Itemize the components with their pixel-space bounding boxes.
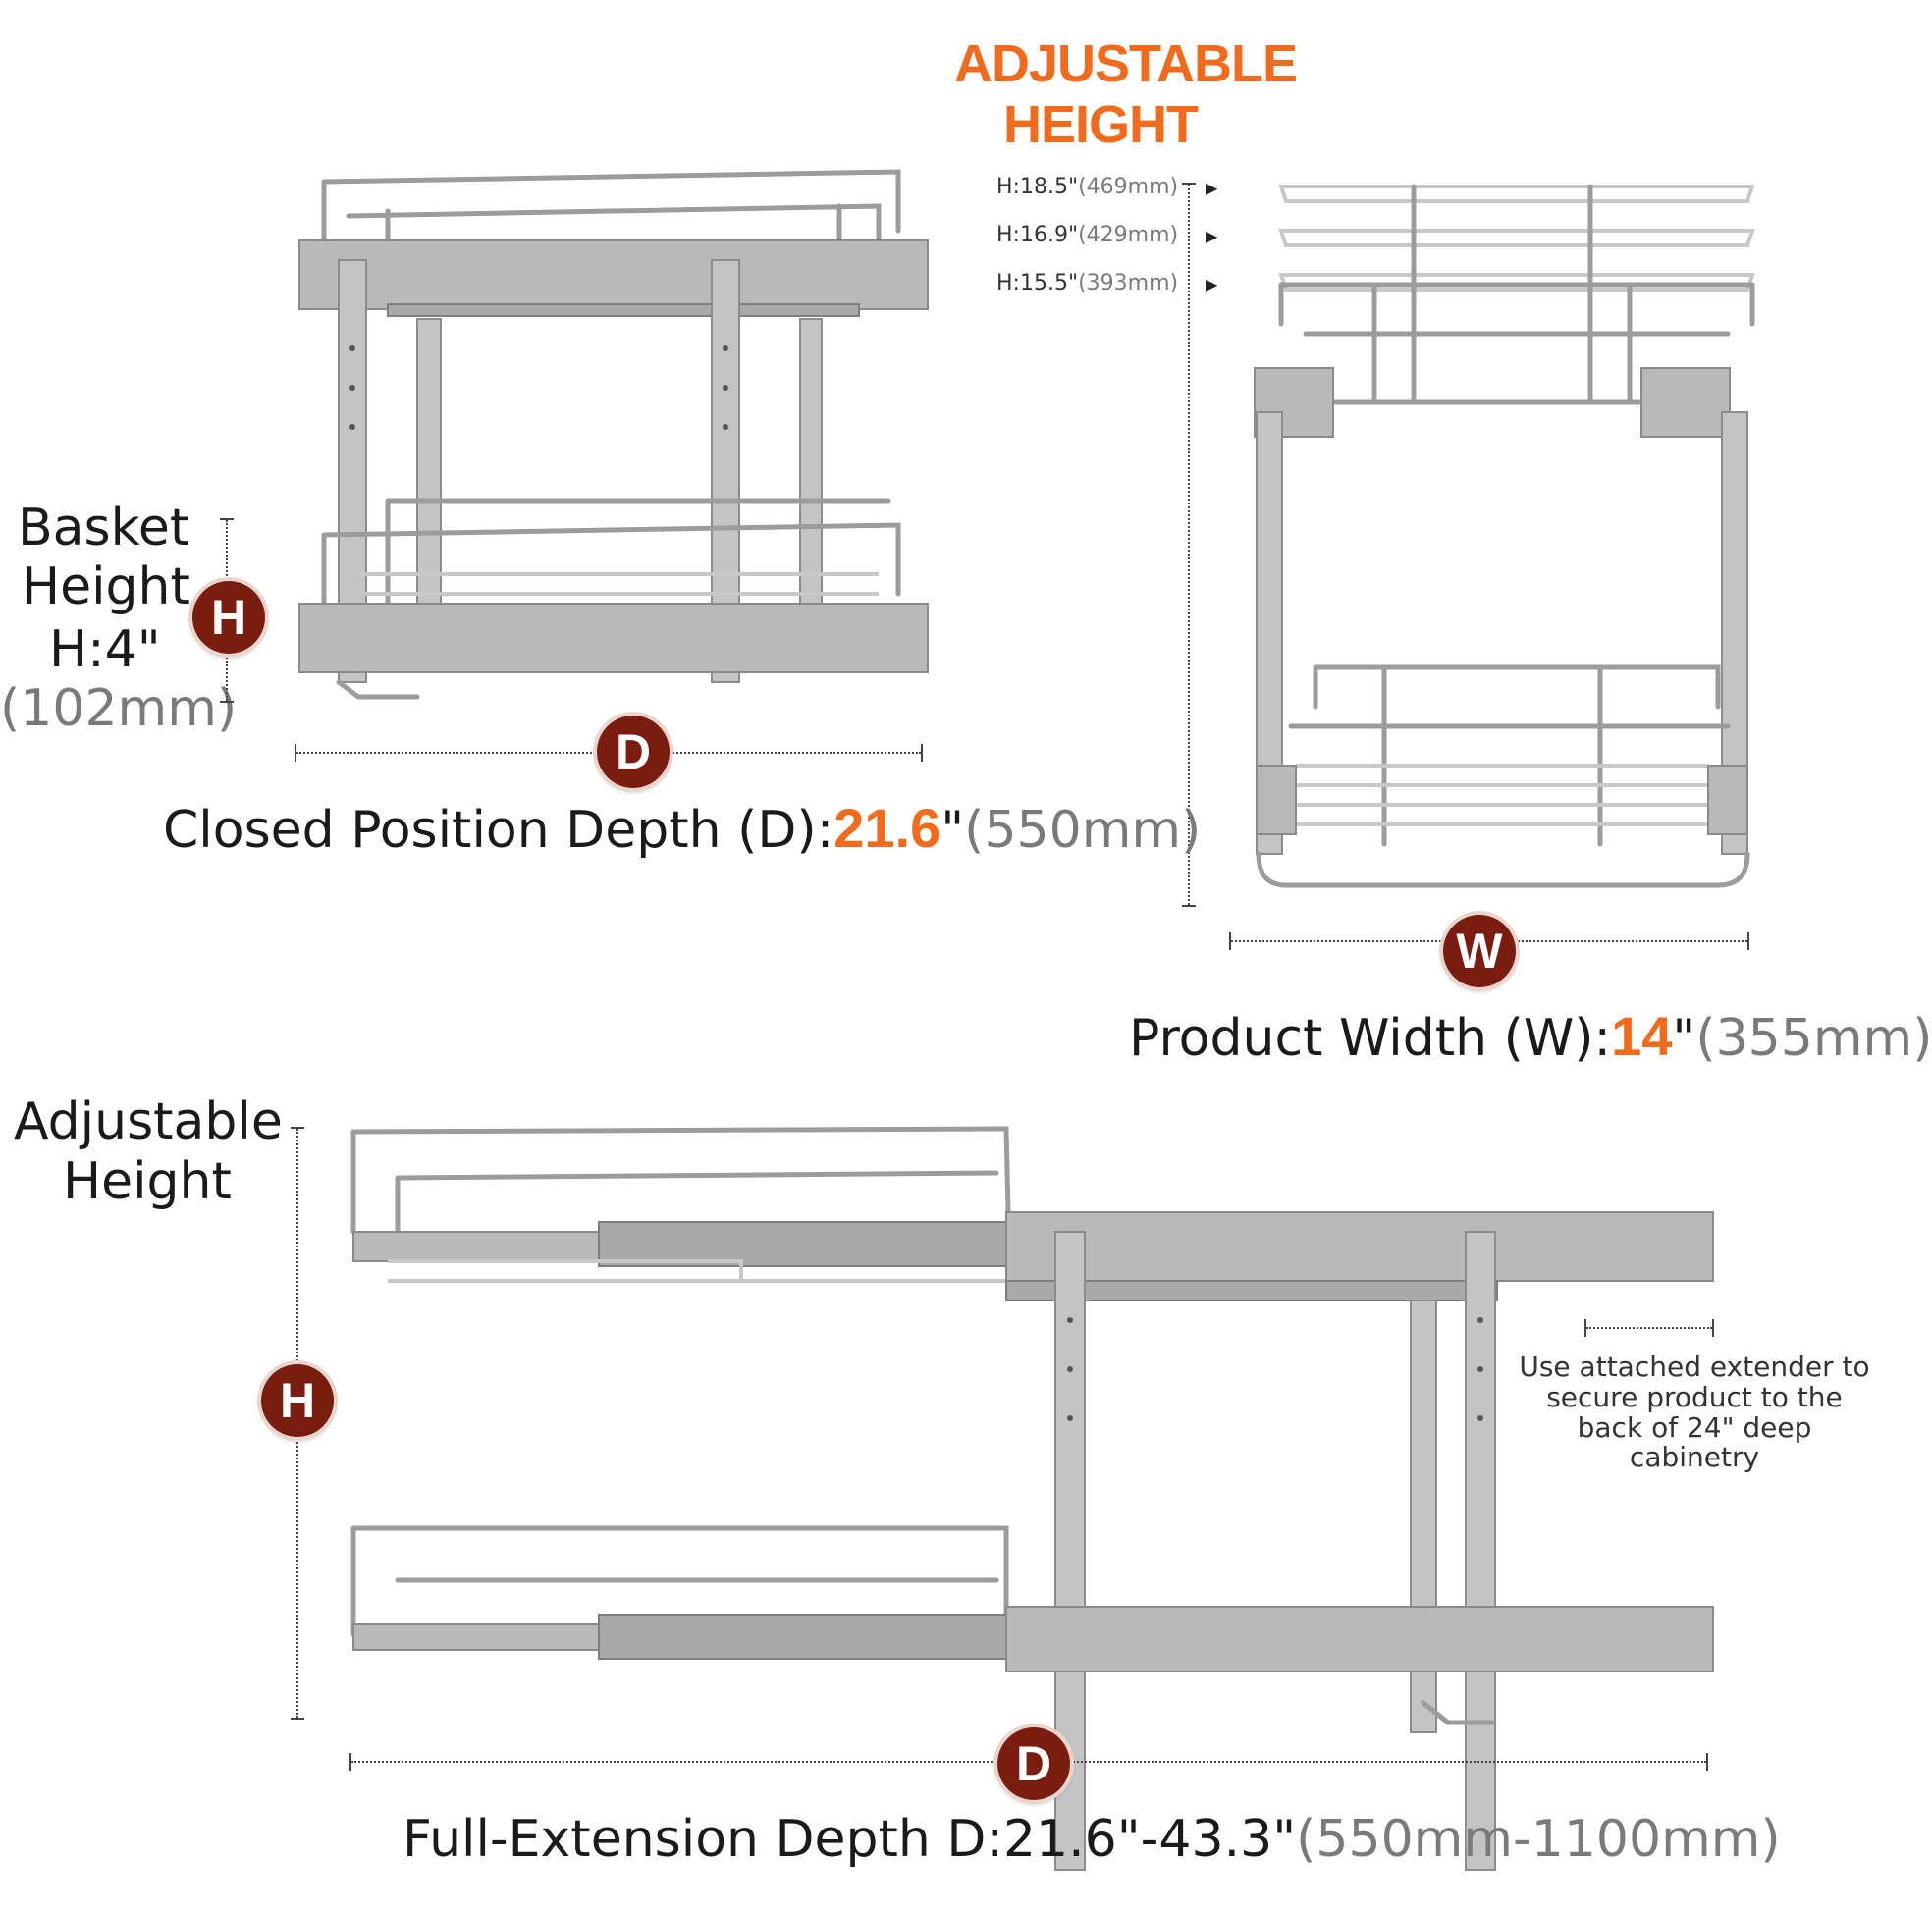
arrow-right-icon: ▶ [1206, 227, 1218, 245]
product-width-label: Product Width (W):14"(355mm) [1129, 1005, 1932, 1068]
dim-tick [1182, 183, 1196, 185]
width-badge: W [1443, 915, 1516, 987]
adjustable-height-label: Height [63, 1152, 232, 1211]
header-line-1: ADJUSTABLE [954, 34, 1298, 93]
height-badge: H [192, 581, 265, 654]
dim-tick [1182, 905, 1196, 907]
dim-tick [295, 744, 296, 762]
extender-note: Use attached extender to secure product … [1519, 1351, 1870, 1474]
front-view-drawing [1254, 184, 1755, 888]
closed-unit-drawing [298, 169, 929, 700]
basket-height-label: Basket [18, 499, 190, 557]
depth-badge: D [997, 1727, 1070, 1800]
dim-tick [1229, 932, 1231, 950]
dim-tick [1584, 1319, 1586, 1337]
dim-tick [1747, 932, 1749, 950]
height-dimension-line [1188, 185, 1190, 905]
height-option: H:15.5"(393mm) [996, 271, 1179, 295]
basket-height-mm: (102mm) [0, 679, 238, 738]
dim-tick [291, 1127, 304, 1129]
basket-height-value: H:4" [49, 620, 161, 679]
arrow-right-icon: ▶ [1206, 179, 1218, 197]
depth-badge: D [597, 716, 670, 788]
basket-height-label: Height [22, 557, 190, 616]
adjustable-height-label: Adjustable [14, 1092, 283, 1151]
dim-tick [220, 518, 234, 520]
dim-tick [921, 744, 923, 762]
header-line-2: HEIGHT [1003, 95, 1199, 154]
height-option: H:18.5"(469mm) [996, 175, 1179, 199]
extended-unit-drawing [350, 1126, 1714, 1871]
dim-tick [1706, 1753, 1708, 1771]
dim-tick [291, 1718, 304, 1720]
dim-tick [1712, 1319, 1714, 1337]
dim-tick [349, 1753, 351, 1771]
extender-dimension-line [1586, 1327, 1712, 1329]
height-badge: H [261, 1364, 334, 1437]
closed-depth-label: Closed Position Depth (D):21.6"(550mm) [163, 797, 1202, 860]
height-option: H:16.9"(429mm) [996, 223, 1179, 247]
full-depth-label: Full-Extension Depth D:21.6"-43.3"(550mm… [402, 1810, 1781, 1869]
arrow-right-icon: ▶ [1206, 275, 1218, 293]
dim-tick [220, 701, 234, 703]
